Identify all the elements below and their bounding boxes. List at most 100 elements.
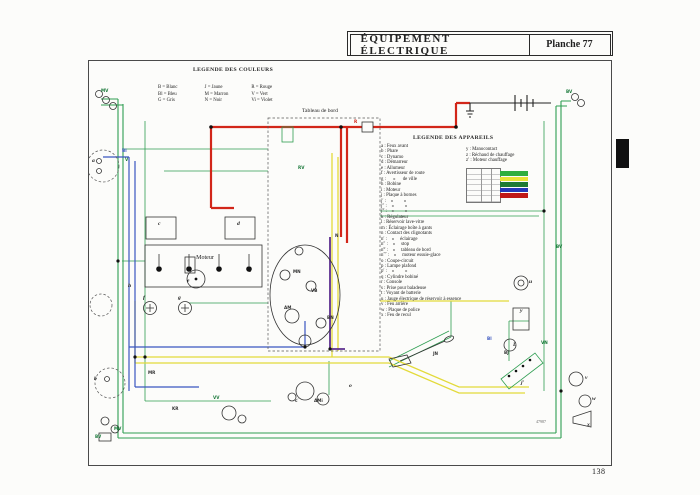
wire-color-stripe xyxy=(500,187,528,193)
wire-blue xyxy=(103,156,130,391)
dashboard-component xyxy=(281,126,294,143)
appareils-item: s : Prise pour baladeuse xyxy=(381,285,427,291)
wire-label: VB xyxy=(311,288,318,293)
gauge xyxy=(305,280,317,292)
wire-label: BV xyxy=(556,244,563,249)
component-letter: w xyxy=(592,396,596,402)
appareils-item: n : Contact des clignotants xyxy=(381,231,432,237)
wire-label: Bl xyxy=(487,336,492,341)
component-letter: a xyxy=(92,158,95,164)
engine-label: Moteur xyxy=(196,255,214,261)
rear-lamp xyxy=(568,371,584,387)
horns xyxy=(143,301,192,315)
engine-box xyxy=(144,244,263,288)
component-letter: u xyxy=(529,279,533,285)
component-letter: c xyxy=(158,221,161,227)
switch xyxy=(287,392,297,402)
wire-label: N xyxy=(335,233,339,238)
appareils-item: f : Avertisseur de route xyxy=(381,171,425,177)
component-letter: h xyxy=(128,283,132,289)
wire-green xyxy=(144,121,271,402)
wire-color-stripe xyxy=(500,193,528,198)
junction-dots xyxy=(116,125,563,393)
fuel-gauge-sender-inner xyxy=(517,279,525,287)
switch xyxy=(237,414,247,424)
thumb-index-tab xyxy=(616,139,629,168)
wire-color-stripes xyxy=(500,171,528,199)
appareils-item: y : Manocontact xyxy=(466,147,498,152)
relay-box xyxy=(512,307,530,331)
wire-red xyxy=(211,101,470,129)
wire-label: AMi xyxy=(314,398,323,403)
component-letter: g xyxy=(178,295,181,301)
starter-box xyxy=(224,216,256,240)
color-legend-entry: V = Vert xyxy=(251,91,268,97)
color-legend-title: LEGENDE DES COULEURS xyxy=(193,67,274,73)
appareils-item: p′ : » » xyxy=(381,269,408,275)
wire-red xyxy=(339,127,349,243)
component-letter: e xyxy=(187,278,190,284)
appareils-item: n′ : » éclairage xyxy=(381,236,418,242)
appareils-item: u : Jauge électrique de réservoir à esse… xyxy=(381,296,462,302)
component-letter: L xyxy=(513,342,517,348)
fuse-strip xyxy=(500,352,544,390)
component-letter: x xyxy=(587,422,590,428)
battery-plate xyxy=(520,99,534,107)
page-header: ÉQUIPEMENT ÉLECTRIQUE Planche 77 xyxy=(347,31,613,57)
gauge xyxy=(284,308,300,324)
connector-top-left xyxy=(95,90,117,110)
appareils-item: j′ : » » xyxy=(381,198,407,204)
appareils-item: i : Moteur xyxy=(381,187,401,193)
gauge xyxy=(315,317,327,329)
appareils-item: j : Plaque à bornes xyxy=(381,193,417,199)
appareils-item: b : Phare xyxy=(381,149,399,155)
headlamp xyxy=(94,367,126,399)
wire-label: Bl xyxy=(122,148,127,153)
wire-label: MV xyxy=(114,426,122,431)
wire-label: BV xyxy=(566,89,573,94)
front-lamp-bulb xyxy=(96,158,102,164)
distributor xyxy=(186,269,206,289)
instrument-cluster xyxy=(269,244,341,346)
appareils-item: l : Réservoir lave-vitre xyxy=(381,220,425,226)
fuel-gauge-sender xyxy=(513,275,529,291)
appareils-item: r : Console xyxy=(381,280,403,286)
switch xyxy=(316,392,330,406)
appareils-item: n″ : » stop xyxy=(381,242,410,248)
color-legend-entry: G = Gris xyxy=(158,98,175,103)
wire-green xyxy=(380,210,544,217)
wire-label: MN xyxy=(293,269,301,274)
appareils-item: n‴ : » tableau de bord xyxy=(381,247,431,253)
appareils-legend-title: LEGENDE DES APPAREILS xyxy=(413,135,494,141)
color-legend-entry: Bl = Bleu xyxy=(158,91,177,97)
appareils-item: n⁗ : » moteur essuie-glace xyxy=(381,253,441,259)
component-letter: o xyxy=(349,383,352,389)
reverse-lamp xyxy=(572,410,592,428)
wiring-diagram xyxy=(89,90,592,442)
wire-color-stripe xyxy=(500,182,528,187)
component-letter: d xyxy=(237,221,240,227)
color-legend-entry: M = Marron xyxy=(204,91,229,97)
color-legend-entry: Vi = Violet xyxy=(251,98,273,103)
wire-green xyxy=(101,98,123,106)
wire-color-stripe xyxy=(500,171,528,176)
column-switch xyxy=(295,381,315,401)
color-legend-entry: J = Jaune xyxy=(204,85,223,90)
component-letter: j′ xyxy=(521,380,525,386)
wire-label: MV xyxy=(101,88,109,93)
front-lamp xyxy=(89,149,120,183)
page-title: ÉQUIPEMENT ÉLECTRIQUE xyxy=(360,32,451,57)
appareils-item: h : Bobine xyxy=(381,182,401,188)
planche-number: Planche 77 xyxy=(528,34,610,55)
wire-red xyxy=(209,127,234,210)
wire-label: RV xyxy=(298,165,305,170)
coil xyxy=(184,256,196,274)
control-lever xyxy=(388,335,455,368)
appareils-item: p : Lampe plafond xyxy=(381,263,417,269)
wire-label: VV xyxy=(213,395,220,400)
wire-label: VN xyxy=(541,340,548,345)
wire-color-stripe xyxy=(500,176,528,182)
connector-top-right xyxy=(571,93,585,107)
appareils-item: d : Démarreur xyxy=(381,160,408,166)
